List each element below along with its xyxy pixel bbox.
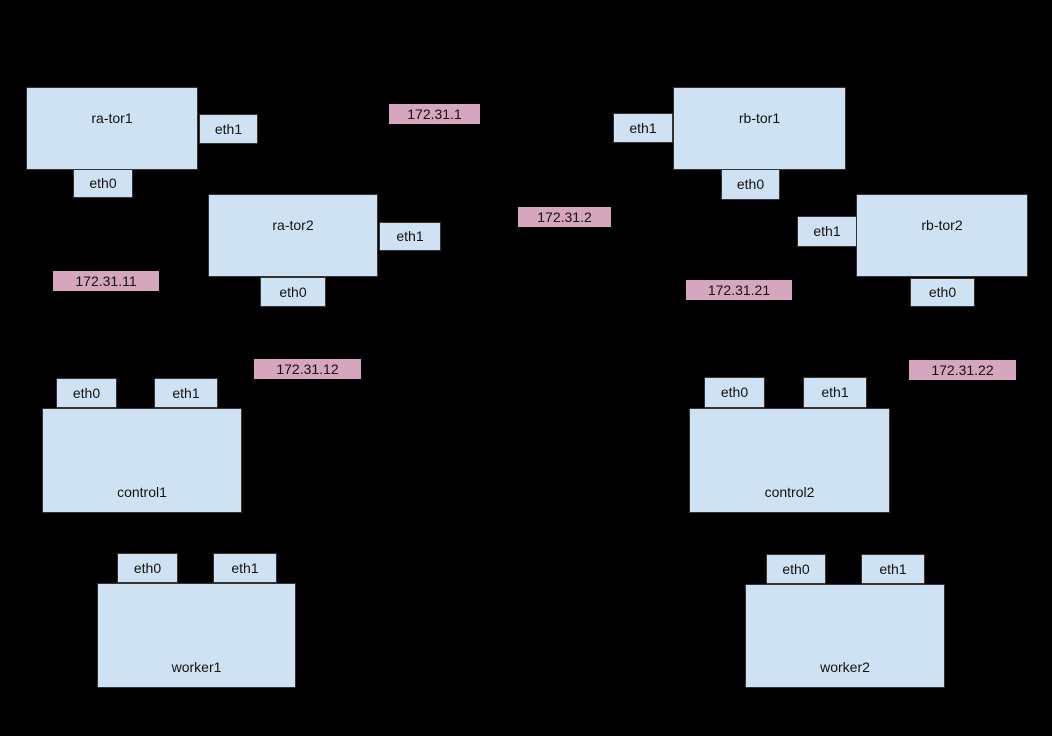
port-label: eth0 (279, 283, 307, 300)
ip-label-172-31-11: 172.31.11 (53, 271, 159, 291)
port-label: eth1 (821, 384, 849, 400)
port-label: eth1 (629, 119, 657, 136)
ip-address-text: 172.31.22 (931, 361, 994, 378)
node-rb-tor2: rb-tor2 (856, 194, 1028, 277)
port-ra-tor1-eth0: eth0 (73, 169, 133, 198)
port-label: eth0 (736, 176, 765, 192)
port-label: eth1 (879, 560, 907, 577)
port-label: eth0 (782, 560, 810, 577)
port-label: eth1 (813, 223, 841, 239)
node-ra-tor1: ra-tor1 (26, 87, 198, 170)
node-label: rb-tor2 (921, 217, 963, 233)
ip-address-text: 172.31.21 (707, 281, 771, 298)
ip-label-172-31-12: 172.31.12 (254, 359, 361, 379)
node-label: rb-tor1 (738, 110, 781, 126)
port-label: eth0 (720, 384, 749, 400)
port-rb-tor1-eth0: eth0 (721, 169, 780, 200)
node-label: worker1 (171, 659, 222, 675)
ip-label-172-31-21: 172.31.21 (686, 280, 792, 300)
node-worker1: worker1 (97, 583, 296, 688)
ip-label-172-31-1: 172.31.1 (389, 104, 480, 124)
ip-address-text: 172.31.12 (276, 360, 339, 377)
ip-address-text: 172.31.1 (407, 105, 462, 122)
port-label: eth1 (231, 559, 259, 576)
node-label: ra-tor2 (272, 217, 314, 233)
node-control1: control1 (42, 408, 242, 513)
port-label: eth0 (72, 384, 101, 401)
port-ra-tor2-eth1: eth1 (379, 222, 441, 251)
port-control2-eth1: eth1 (803, 377, 867, 408)
node-label: ra-tor1 (91, 110, 133, 126)
node-label: control1 (117, 484, 167, 500)
ip-address-text: 172.31.2 (537, 208, 592, 225)
node-control2: control2 (689, 408, 890, 513)
node-label: control2 (764, 484, 815, 500)
port-worker1-eth0: eth0 (117, 553, 178, 583)
node-label: worker2 (820, 659, 870, 675)
port-rb-tor2-eth0: eth0 (910, 278, 975, 307)
port-ra-tor1-eth1: eth1 (199, 114, 258, 144)
port-worker2-eth1: eth1 (861, 554, 925, 584)
port-label: eth1 (396, 228, 424, 244)
ip-address-text: 172.31.11 (75, 272, 137, 289)
node-ra-tor2: ra-tor2 (208, 194, 378, 277)
port-control1-eth1: eth1 (154, 378, 218, 408)
port-label: eth0 (89, 175, 117, 191)
port-worker2-eth0: eth0 (766, 554, 826, 584)
node-worker2: worker2 (745, 584, 945, 688)
ip-label-172-31-22: 172.31.22 (909, 360, 1016, 380)
ip-label-172-31-2: 172.31.2 (518, 207, 611, 227)
port-rb-tor2-eth1: eth1 (797, 216, 857, 247)
port-label: eth0 (928, 284, 957, 300)
port-worker1-eth1: eth1 (213, 553, 277, 583)
node-rb-tor1: rb-tor1 (673, 87, 846, 170)
port-control2-eth0: eth0 (704, 377, 765, 408)
port-label: eth1 (172, 384, 200, 401)
port-ra-tor2-eth0: eth0 (260, 277, 326, 307)
port-label: eth0 (133, 559, 162, 576)
port-label: eth1 (214, 120, 243, 137)
port-control1-eth0: eth0 (56, 378, 117, 408)
port-rb-tor1-eth1: eth1 (613, 113, 673, 143)
